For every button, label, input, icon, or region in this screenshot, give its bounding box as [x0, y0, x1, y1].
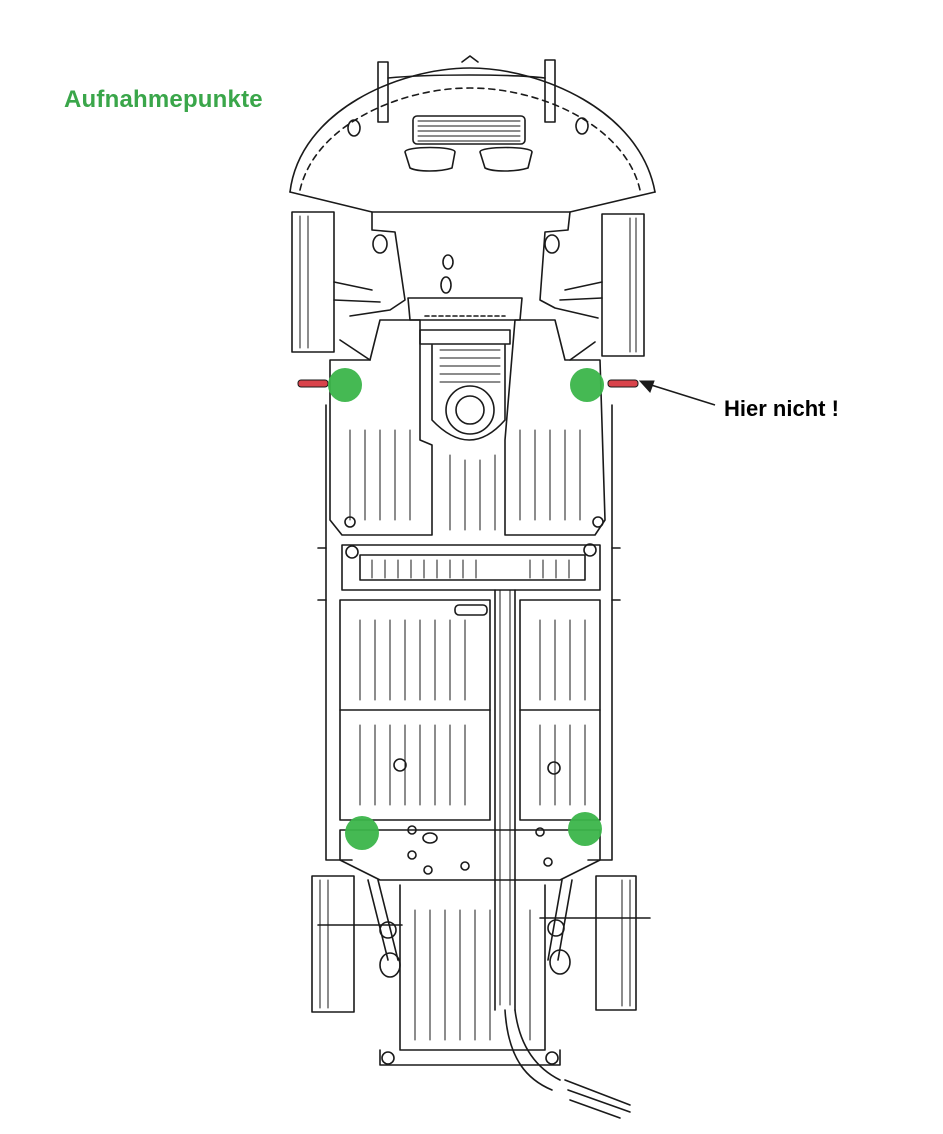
- jack-point-rear-left: [345, 816, 379, 850]
- front-axle: [333, 211, 603, 361]
- steering-box: [431, 344, 506, 441]
- warning-label: Hier nicht !: [724, 396, 839, 421]
- front-left-wheel: [291, 211, 335, 353]
- front-right-wheel: [601, 213, 645, 357]
- rear-left-wheel: [311, 875, 355, 1013]
- arrow-icon: [638, 380, 716, 406]
- jack-point-front-left: [328, 368, 362, 402]
- transmission-tail: [379, 884, 631, 1119]
- floor-pan: [325, 319, 613, 1091]
- diagram-title: Aufnahmepunkte: [64, 86, 263, 113]
- rear-right-wheel: [595, 875, 637, 1011]
- red-pin-right: [607, 379, 639, 388]
- red-pin-left: [297, 379, 329, 388]
- rear-axle: [317, 879, 651, 978]
- front-body: [289, 55, 656, 213]
- jack-point-rear-right: [568, 812, 602, 846]
- jack-point-front-right: [570, 368, 604, 402]
